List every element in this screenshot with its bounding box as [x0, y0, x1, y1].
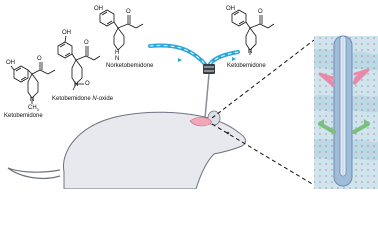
ketobemidone-n-oxide-structure: [57, 35, 101, 91]
atom-oh-2: OH: [62, 30, 71, 36]
norketobemidone-structure: [99, 9, 144, 51]
figure: OH O N CH3 OH O N O OH O H N OH O N Keto…: [4, 6, 378, 189]
pink-arrow-right: [352, 68, 370, 86]
atom-o-noxide: O: [85, 81, 90, 87]
atom-oh-3: OH: [94, 6, 103, 12]
rat-brain: [189, 117, 213, 127]
atom-n-4: N: [248, 49, 253, 55]
atom-o-2: O: [84, 40, 89, 46]
probe-zoom-panel: [314, 35, 378, 189]
label-ketobemidone-left: Ketobemidone: [4, 113, 43, 119]
green-arrow-right: [352, 122, 370, 134]
probe-connector: [203, 64, 215, 119]
figure-canvas: [7, 9, 378, 189]
atom-nh-3: H: [115, 50, 120, 56]
green-arrow-left: [318, 122, 336, 134]
pink-arrow-left: [318, 72, 336, 88]
ketobemidone-right-structure: [231, 9, 275, 55]
atom-oh-4: OH: [226, 6, 235, 12]
atom-n-1: N: [30, 97, 35, 103]
atom-oh-1: OH: [6, 60, 15, 66]
ketobemidone-left-structure: [10, 62, 56, 104]
rat-illustration: [7, 110, 246, 189]
atom-n-2: N: [74, 82, 79, 88]
atom-o-3: O: [126, 9, 131, 15]
label-norketobemidone: Norketobemidone: [106, 63, 154, 69]
atom-ch3-1: CH3: [28, 105, 39, 113]
atom-o-1: O: [37, 56, 42, 62]
atom-n-3: N: [115, 56, 120, 62]
atom-o-4: O: [258, 9, 263, 15]
label-ketobemidone-n-oxide: Ketobemidone N-oxide: [52, 96, 114, 102]
microdialysis-tubing: [148, 43, 240, 66]
label-ketobemidone-right: Ketobemidone: [227, 63, 266, 69]
zoom-lines: [211, 39, 315, 186]
